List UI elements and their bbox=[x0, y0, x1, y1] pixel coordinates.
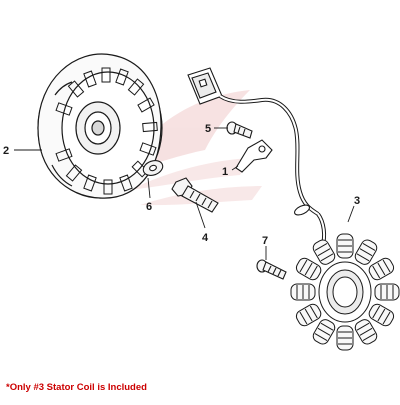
leader-lines bbox=[14, 127, 355, 260]
stator-coil-lobe bbox=[368, 303, 395, 327]
callout-2: 2 bbox=[3, 145, 9, 157]
stator-coil-lobe bbox=[312, 239, 336, 265]
callout-labels: 2 6 4 5 1 3 7 bbox=[3, 123, 360, 247]
washer bbox=[142, 160, 164, 176]
stator-coil-lobe bbox=[295, 257, 322, 281]
included-parts-note: *Only #3 Stator Coil is Included bbox=[6, 382, 147, 393]
wire-clamp bbox=[235, 139, 273, 173]
stator-coil-lobe bbox=[368, 257, 395, 281]
flywheel-rotor bbox=[37, 53, 163, 199]
stator-coil-lobe bbox=[354, 319, 378, 345]
callout-1: 1 bbox=[222, 166, 228, 178]
stator-coil-lobe bbox=[336, 233, 354, 259]
flywheel-bolt bbox=[171, 177, 219, 213]
stator-coil-lobe bbox=[354, 239, 378, 265]
callout-4: 4 bbox=[202, 232, 209, 244]
callout-6: 6 bbox=[146, 201, 152, 213]
stator-coil-lobe bbox=[290, 283, 316, 301]
stator-bolt bbox=[256, 259, 287, 280]
stator-coil-lobe bbox=[336, 325, 354, 351]
callout-3: 3 bbox=[354, 195, 360, 207]
stator-coil-lobe bbox=[295, 303, 322, 327]
callout-5: 5 bbox=[205, 123, 211, 135]
stator-coil-lobe bbox=[312, 319, 336, 345]
callout-7: 7 bbox=[262, 235, 268, 247]
stator-coil-lobe bbox=[374, 283, 400, 301]
stator-coil bbox=[290, 233, 400, 351]
clamp-screw bbox=[226, 121, 253, 139]
